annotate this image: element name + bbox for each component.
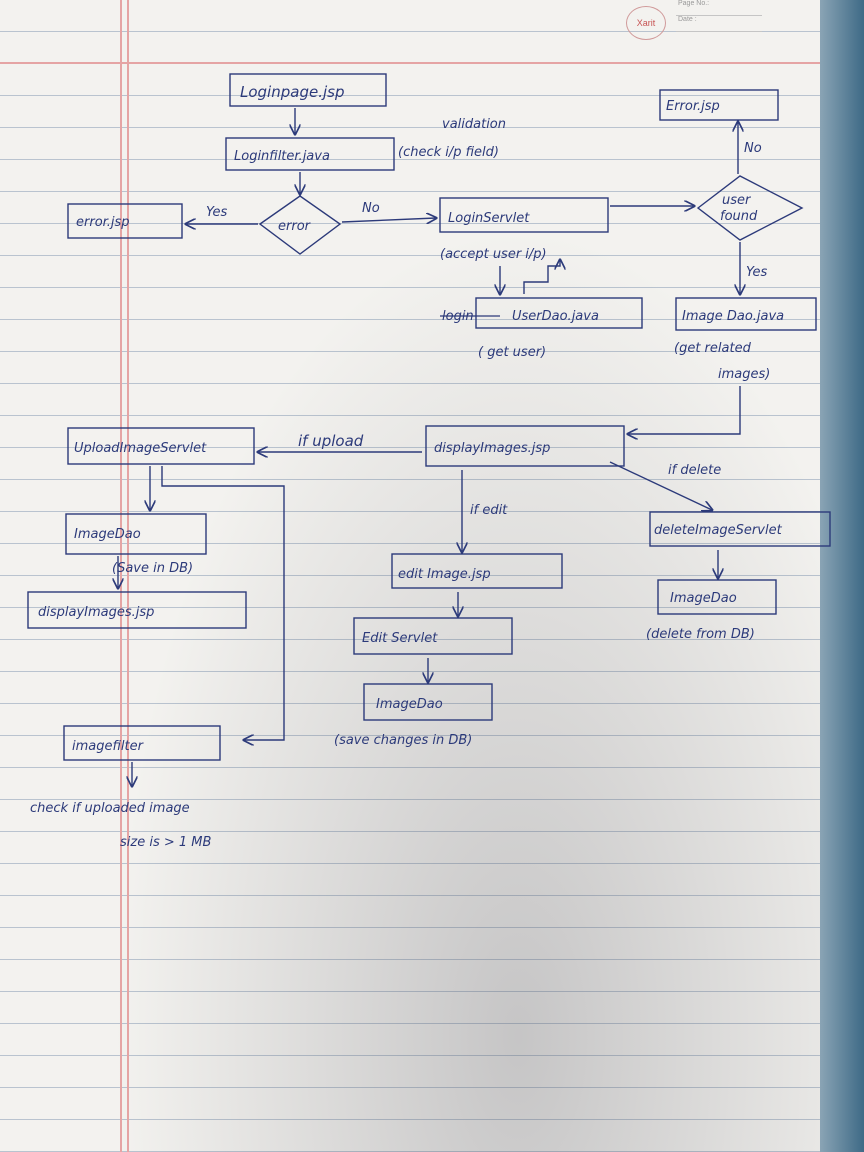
label-user-found-2: found: [720, 209, 758, 224]
label-loginfilter: Loginfilter.java: [234, 149, 330, 164]
date-label: Date :: [676, 16, 762, 32]
arrow-imagedao-display: [628, 386, 741, 434]
background-strip: [820, 0, 864, 1152]
label-loginpage: Loginpage.jsp: [240, 83, 344, 101]
label-editservlet: Edit Servlet: [362, 631, 438, 646]
label-editimage: edit Image.jsp: [398, 567, 491, 582]
label-imagedao-right: ImageDao: [670, 591, 737, 606]
margin-line-left-2: [127, 0, 129, 1152]
node-box-imagedao-top: [675, 297, 817, 331]
label-accept-note: (accept user i/p): [440, 247, 547, 262]
node-box-error-left: [67, 203, 183, 239]
label-get-related-2: images): [718, 367, 770, 382]
margin-line-top: [0, 62, 820, 64]
node-box-editservlet: [353, 617, 513, 655]
label-check-note-2: size is > 1 MB: [120, 835, 212, 850]
page-no-label: Page No.:: [676, 0, 762, 16]
label-check-note-1: check if uploaded image: [30, 801, 190, 816]
label-imagefilter: imagefilter: [72, 739, 145, 754]
label-delete-from-db: (delete from DB): [646, 627, 755, 642]
label-validation-2: (check i/p field): [398, 145, 499, 160]
margin-line-left: [120, 0, 122, 1152]
node-box-uploadservlet: [67, 427, 255, 465]
node-box-loginfilter: [225, 137, 395, 171]
arrow-error-no: [341, 218, 436, 222]
label-error-right: Error.jsp: [666, 99, 720, 114]
label-if-delete: if delete: [668, 463, 721, 478]
label-displayimages: displayImages.jsp: [434, 441, 550, 456]
node-box-imagedao-mid: [363, 683, 493, 721]
label-yes-right: Yes: [746, 265, 768, 280]
node-box-imagefilter: [63, 725, 221, 761]
node-box-imagedao-left: [65, 513, 207, 555]
label-get-user: ( get user): [478, 345, 546, 360]
label-uploadservlet: UploadImageServlet: [74, 441, 207, 456]
arrow-display-delete: [609, 461, 712, 510]
node-box-loginservlet: [439, 197, 609, 233]
label-get-related-1: (get related: [674, 341, 752, 356]
node-box-editimage: [391, 553, 563, 589]
label-deleteservlet: deleteImageServlet: [654, 523, 783, 538]
node-diamond-error: [258, 195, 342, 255]
node-box-displayimages: [425, 425, 625, 467]
label-imagedao-mid: ImageDao: [376, 697, 443, 712]
label-no-middle: No: [362, 201, 380, 216]
label-error-left: error.jsp: [76, 215, 130, 230]
label-loginservlet: LoginServlet: [448, 211, 530, 226]
label-if-edit: if edit: [470, 503, 508, 518]
node-diamond-user-found: [696, 175, 804, 241]
label-if-upload: if upload: [298, 432, 364, 450]
label-save-in-db: (Save in DB): [112, 561, 193, 576]
label-user-found-1: user: [722, 193, 752, 208]
node-box-userdao: [475, 297, 643, 329]
notebook-logo: Xarit: [626, 6, 666, 40]
node-box-error-right: [659, 89, 779, 121]
label-imagedao-top: Image Dao.java: [682, 309, 784, 324]
node-box-imagedao-right: [657, 579, 777, 615]
label-validation-1: validation: [442, 117, 506, 132]
label-displayimages-left: displayImages.jsp: [38, 605, 154, 620]
arrow-userdao-servlet: [523, 260, 560, 294]
page-header-fields: Page No.: Date :: [676, 0, 762, 34]
label-yes-left: Yes: [206, 205, 228, 220]
node-box-deleteservlet: [649, 511, 831, 547]
label-userdao: UserDao.java: [512, 309, 599, 324]
label-no-right: No: [744, 141, 762, 156]
label-error-decision: error: [278, 219, 312, 234]
node-box-loginpage: [229, 73, 387, 107]
label-save-changes: (save changes in DB): [334, 733, 472, 748]
label-imagedao-left: ImageDao: [74, 527, 141, 542]
arrow-upload-filter: [161, 466, 285, 740]
node-box-displayimages-left: [27, 591, 247, 629]
